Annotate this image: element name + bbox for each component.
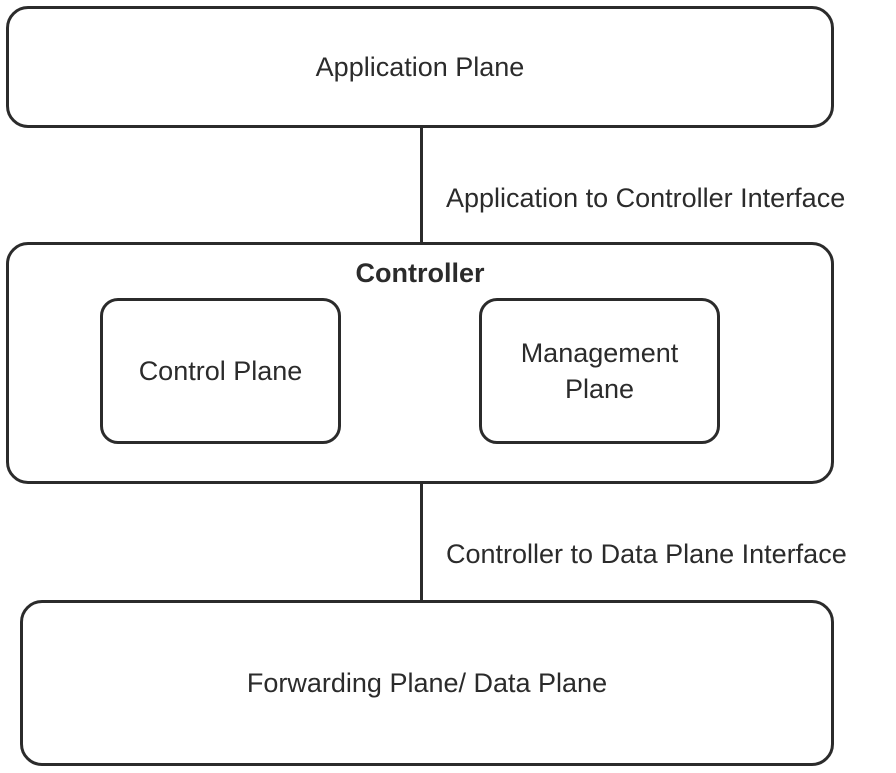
- application-plane-box: Application Plane: [6, 6, 834, 128]
- controller-data-connector: [420, 482, 423, 604]
- controller-to-data-plane-interface-label: Controller to Data Plane Interface: [446, 539, 847, 569]
- forwarding-plane-box: Forwarding Plane/ Data Plane: [20, 600, 834, 766]
- controller-box: Controller Control Plane Management Plan…: [6, 242, 834, 484]
- control-plane-box: Control Plane: [100, 298, 341, 444]
- app-controller-connector: [420, 125, 423, 245]
- app-to-controller-interface-label: Application to Controller Interface: [446, 183, 846, 213]
- control-plane-label: Control Plane: [138, 356, 303, 386]
- application-plane-label: Application Plane: [315, 52, 525, 82]
- management-plane-label: Management Plane: [520, 338, 679, 404]
- controller-title: Controller: [355, 258, 485, 288]
- management-plane-box: Management Plane: [479, 298, 720, 444]
- forwarding-plane-label: Forwarding Plane/ Data Plane: [246, 668, 608, 698]
